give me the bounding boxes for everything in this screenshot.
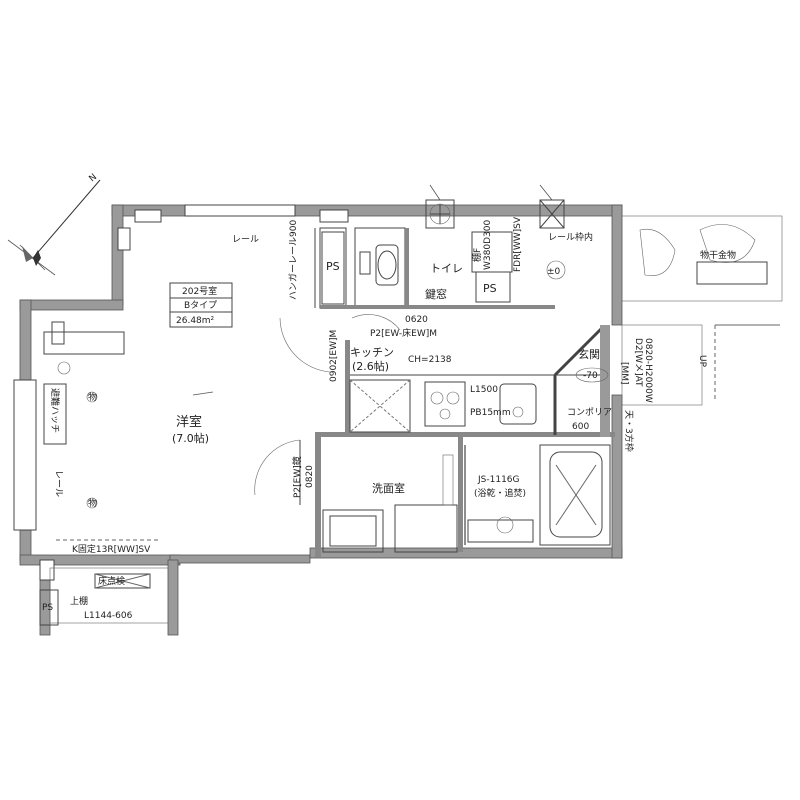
object-mark-1: 物 — [88, 391, 97, 403]
interior-walls — [315, 227, 615, 557]
western-room-size: (7.0帖) — [172, 432, 209, 445]
kitchen-sink — [499, 383, 537, 425]
door-fdr-label: FDR[WW]SV — [513, 216, 523, 272]
unit-info-box — [169, 282, 233, 328]
level-mark: ±0 — [547, 267, 561, 277]
vent-fan-icon — [425, 184, 455, 229]
bath-model-label: JS-1116G — [477, 475, 520, 485]
ps-bottom-label: PS — [42, 603, 53, 613]
washroom-label: 洗面室 — [372, 481, 405, 495]
balcony-note: 物干金物 — [700, 249, 736, 261]
floor-check-label: 床点検 — [98, 575, 125, 587]
ch-label: CH=2138 — [408, 355, 452, 365]
entrance-door-b: D2[Wメ]AT — [633, 338, 643, 387]
ac-unit — [43, 331, 125, 355]
stove-icon — [424, 381, 466, 427]
outer-walls — [19, 204, 623, 636]
concrete-label: コンポリア — [567, 407, 612, 418]
rail-frame-label: レール枠内 — [548, 231, 593, 243]
door-0620-label: 0620 — [405, 315, 428, 325]
shelf-dim-label: W380D300 — [483, 220, 493, 270]
window-k-label: K固定13R[WW]SV — [72, 543, 151, 555]
unit-area: 26.48m² — [176, 316, 215, 326]
door-0902-label: 0902[EW]M — [329, 330, 339, 382]
concrete-dim-label: 600 — [572, 422, 589, 432]
pb15-label: PB15mm — [470, 408, 511, 418]
wash-basin — [394, 504, 458, 553]
upper-shelf-dim: L1144-606 — [84, 611, 133, 621]
key-window-label: 鍵窓 — [425, 287, 447, 301]
bathtub — [539, 444, 611, 546]
kitchen-size-label: (2.6帖) — [352, 360, 389, 373]
door-p2-left-label: P2[EW]鏡 — [291, 456, 303, 498]
entrance-door-c: 天・3方枠 — [623, 410, 635, 452]
ps-top-label: PS — [326, 260, 340, 273]
rail-top-label: レール — [232, 235, 259, 245]
left-window — [13, 379, 37, 531]
bath-feature-label: (浴乾・追焚) — [474, 487, 526, 499]
top-window — [184, 204, 296, 217]
room-number: 202号室 — [182, 285, 217, 297]
kitchen-label: キッチン — [350, 346, 394, 359]
entrance-door-a: 0820-H2000W — [643, 338, 653, 403]
western-room-label: 洋室 — [176, 414, 202, 430]
rail-left-label: レール — [53, 470, 63, 497]
door-p2-top-label: P2[EW-床EW]M — [370, 327, 437, 339]
vent-fan-icon-2 — [539, 184, 565, 229]
north-label: N — [88, 172, 100, 184]
compass-icon: N — [7, 172, 101, 276]
ps-toilet-label: PS — [483, 282, 497, 295]
toilet-fixture — [359, 244, 399, 286]
evac-hatch — [43, 383, 67, 445]
evac-hatch-label: 避難ハッチ — [49, 388, 61, 433]
corridor — [621, 215, 783, 406]
upper-shelf-label: 上棚 — [70, 595, 88, 607]
hanger-rail-label: ハンガーレール900 — [288, 220, 299, 300]
unit-type: Bタイプ — [184, 300, 217, 311]
l1500-label: L1500 — [470, 385, 498, 395]
object-mark-2: 物 — [88, 497, 97, 509]
door-0820-label: 0820 — [305, 465, 315, 488]
mm-label: [MM] — [619, 362, 629, 385]
level-entrance: -70 — [583, 371, 598, 381]
entrance-label: 玄関 — [578, 347, 600, 361]
toilet-label: トイレ — [430, 262, 463, 275]
shelf-label: 棚F — [471, 248, 483, 262]
washing-machine — [322, 509, 384, 553]
